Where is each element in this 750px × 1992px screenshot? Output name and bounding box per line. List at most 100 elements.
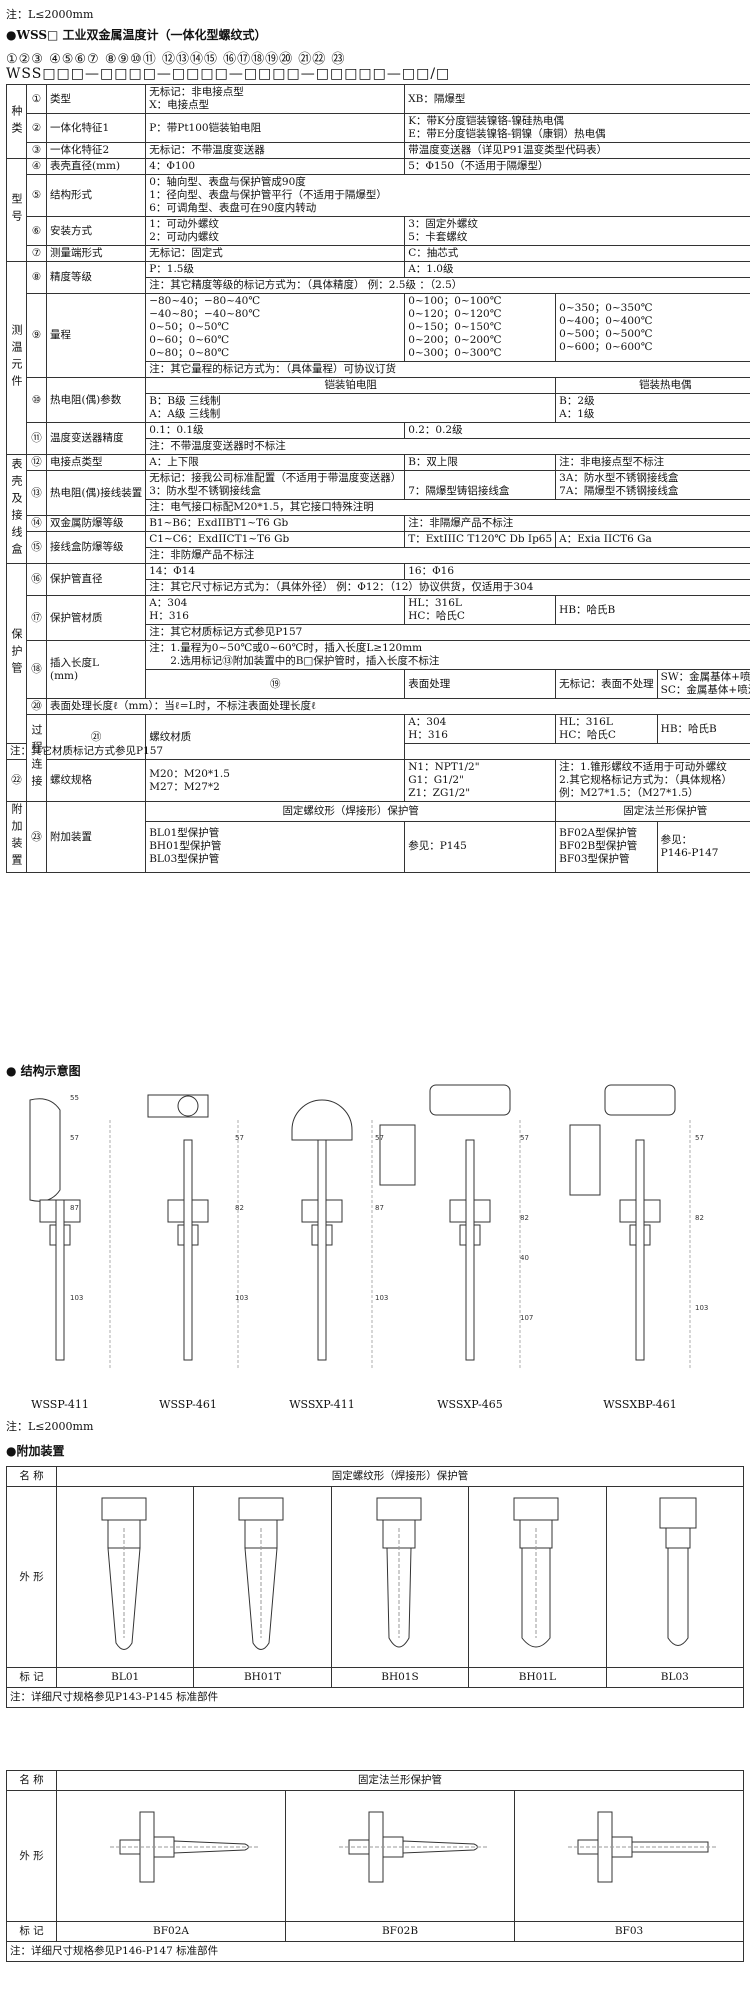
mark-bf03: BF03 bbox=[514, 1921, 744, 1942]
model-label: WSSXP-465 bbox=[437, 1398, 503, 1411]
option: A：1.0级 bbox=[404, 261, 750, 278]
bh01s-shape bbox=[330, 1486, 470, 1668]
hex-head bbox=[513, 1497, 559, 1521]
well-body bbox=[244, 1547, 278, 1650]
option: 无标记：非电接点型 X：电接点型 bbox=[145, 84, 406, 114]
option: HL：316L HC：哈氏C bbox=[555, 714, 658, 744]
option: M20：M20*1.5 M27：M27*2 bbox=[145, 759, 406, 802]
item-number: ② bbox=[26, 113, 47, 143]
option: C1~C6：ExdIICT1~T6 Gb bbox=[145, 531, 406, 548]
note: 注：其它材质标记方式参见P157 bbox=[145, 624, 750, 641]
code-numbers: ①②③ ④⑤⑥⑦ ⑧⑨⑩⑪ ⑫⑬⑭⑮ ⑯⑰⑱⑲⑳ ㉑㉒ ㉓ bbox=[6, 52, 346, 67]
bl01-shape bbox=[55, 1486, 195, 1668]
option: BL01型保护管 BH01型保护管 BL03型保护管 bbox=[145, 820, 406, 874]
range-col: 0~100；0~100℃ 0~120；0~120℃ 0~150；0~150℃ 0… bbox=[404, 293, 557, 362]
item-name: 测量端形式 bbox=[45, 245, 147, 262]
model-label: WSSXBP-461 bbox=[603, 1398, 677, 1411]
shape-header: 外 形 bbox=[6, 1486, 57, 1668]
item-name: 一体化特征1 bbox=[45, 113, 147, 143]
dimension-label: 57 bbox=[375, 1134, 384, 1142]
hex-head bbox=[376, 1497, 422, 1521]
group-label: 表壳及接线盒 bbox=[6, 454, 27, 564]
sub-header: 铠装铂电阻 bbox=[145, 377, 557, 394]
option: 14：Φ14 bbox=[145, 563, 406, 580]
page-title: ●WSS□ 工业双金属温度计（一体化型螺纹式） bbox=[6, 28, 267, 42]
item-number: ⑬ bbox=[26, 470, 47, 516]
bf03-shape bbox=[514, 1790, 744, 1922]
dimension-label: 82 bbox=[695, 1214, 704, 1222]
bl03-shape bbox=[605, 1486, 745, 1668]
junction-box bbox=[569, 1124, 601, 1196]
option: 注：非电接点型不标注 bbox=[555, 454, 750, 471]
dial-head bbox=[604, 1084, 676, 1116]
dimension-label: 82 bbox=[520, 1214, 529, 1222]
stem bbox=[55, 1199, 65, 1361]
item-name: 保护管直径 bbox=[45, 563, 147, 596]
option: A：304 H：316 bbox=[404, 714, 557, 744]
note: 注：其它量程的标记方式为：（具体量程）可协议订货 bbox=[145, 361, 750, 378]
item-name: 类型 bbox=[45, 84, 147, 114]
item-number: ㉓ bbox=[26, 801, 47, 873]
hex-head bbox=[101, 1497, 147, 1521]
dimension-label: 57 bbox=[235, 1134, 244, 1142]
item-name: 表面处理长度ℓ（mm）：当ℓ=L时，不标注表面处理长度ℓ bbox=[45, 698, 750, 715]
option: SW：金属基体+喷坏层 SC：金属基体+喷涂层 bbox=[656, 669, 750, 699]
hex-head bbox=[238, 1497, 284, 1521]
header-note: 注：L≤2000mm bbox=[6, 8, 94, 21]
item-number: ③ bbox=[26, 142, 47, 159]
attach-table-flange: 名 称固定法兰形保护管 外 形 标 记 BF02A BF02B BF03 注：详… bbox=[6, 1770, 744, 1962]
option: BF02A型保护管 BF02B型保护管 BF03型保护管 bbox=[555, 820, 658, 874]
model-label: WSSP-411 bbox=[31, 1398, 89, 1411]
option: 注：1.锥形螺纹不适用于可动外螺纹 2.其它规格标记方式为：（具体规格） 例：M… bbox=[555, 759, 750, 802]
flange-title: 固定法兰形保护管 bbox=[56, 1770, 744, 1791]
dimension-label: 55 bbox=[70, 1094, 79, 1102]
option: 5：Φ150（不适用于隔爆型） bbox=[404, 158, 750, 175]
mark-bf02a: BF02A bbox=[56, 1921, 286, 1942]
attach-table-threaded: 名 称固定螺纹形（焊接形）保护管 外 形 标 记 BL01 BH01T BH01… bbox=[6, 1466, 745, 1708]
mark-bf02b: BF02B bbox=[285, 1921, 515, 1942]
item-name: 电接点类型 bbox=[45, 454, 147, 471]
attach-heading: ●附加装置 bbox=[6, 1444, 65, 1458]
option: 无标记：接我公司标准配置（不适用于带温度变送器） 3：防水型不锈钢接线盒 bbox=[145, 470, 406, 500]
mark-bh01l: BH01L bbox=[468, 1667, 607, 1688]
option: 无标记：固定式 bbox=[145, 245, 406, 262]
option: 无标记：不带温度变送器 bbox=[145, 142, 406, 159]
option: K：带K分度铠装镍铬-镍硅热电偶 E：带E分度铠装镍铬-铜镍（康铜）热电偶 bbox=[404, 113, 750, 143]
item-number: ⑯ bbox=[26, 563, 47, 596]
note: 注：其它精度等级的标记方式为：（具体精度） 例：2.5级 ：（2.5） bbox=[145, 277, 750, 294]
threaded-title: 固定螺纹形（焊接形）保护管 bbox=[56, 1466, 744, 1487]
well-body bbox=[107, 1547, 141, 1650]
option: HB：哈氏B bbox=[555, 595, 750, 625]
option: A：上下限 bbox=[145, 454, 406, 471]
junction-box bbox=[379, 1124, 416, 1186]
dimension-label: 57 bbox=[70, 1134, 79, 1142]
item-number: ⑧ bbox=[26, 261, 47, 294]
item-name: 热电阻(偶)接线装置 bbox=[45, 470, 147, 516]
item-name: 热电阻(偶)参数 bbox=[45, 377, 147, 423]
item-name: 表壳直径(mm) bbox=[45, 158, 147, 175]
option: 带温度变送器（详见P91温变类型代码表） bbox=[404, 142, 750, 159]
item-number: ⑪ bbox=[26, 422, 47, 455]
item-number: ⑫ bbox=[26, 454, 47, 471]
item-number: ⑥ bbox=[26, 216, 47, 246]
option: 无标记：表面不处理 bbox=[555, 669, 658, 699]
option: C：抽芯式 bbox=[404, 245, 750, 262]
bh01l-shape bbox=[468, 1486, 607, 1668]
bf02a-shape bbox=[56, 1790, 286, 1922]
mark-bl03: BL03 bbox=[605, 1667, 745, 1688]
model-code: WSS□□□—□□□□—□□□□—□□□□—□□□□□—□□/□ bbox=[6, 66, 451, 82]
dimension-label: 87 bbox=[375, 1204, 384, 1212]
group-label: 测温元件 bbox=[6, 261, 27, 455]
item-number: ⑨ bbox=[26, 293, 47, 378]
range-col: 0~350；0~350℃ 0~400；0~400℃ 0~500；0~500℃ 0… bbox=[555, 293, 750, 362]
item-name: 螺纹规格 bbox=[45, 759, 147, 802]
option: HB：哈氏B bbox=[656, 714, 750, 744]
option: 1：可动外螺纹 2：可动内螺纹 bbox=[145, 216, 406, 246]
shape-header: 外 形 bbox=[6, 1790, 57, 1922]
option: 16：Φ16 bbox=[404, 563, 750, 580]
option: P：带Pt100铠装铂电阻 bbox=[145, 113, 406, 143]
item-name: 插入长度L (mm) bbox=[45, 640, 147, 699]
threaded-note: 注：详细尺寸规格参见P143-P145 标准部件 bbox=[6, 1687, 744, 1708]
option: B：2级 A：1级 bbox=[555, 393, 750, 423]
dimension-label: 103 bbox=[695, 1304, 708, 1312]
